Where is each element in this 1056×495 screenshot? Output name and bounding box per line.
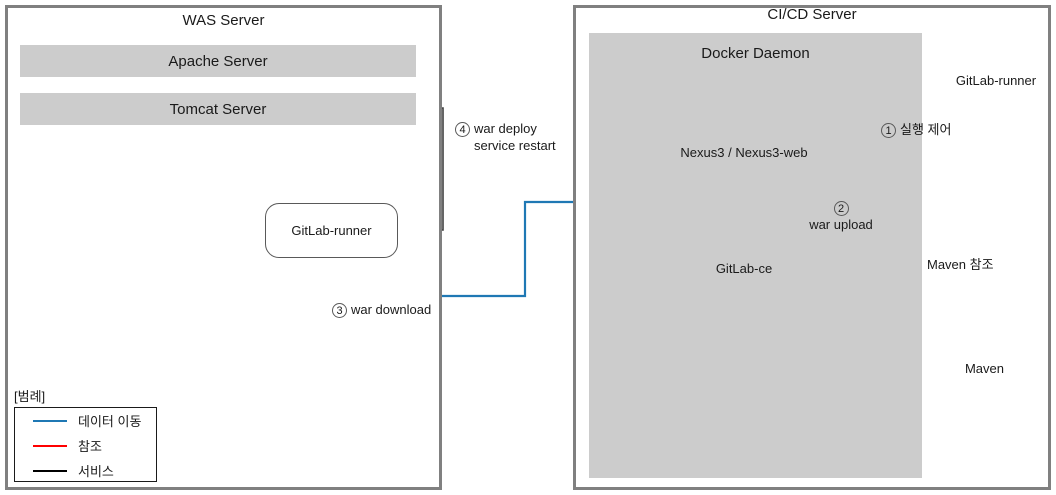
legend-item-data: 데이터 이동	[15, 408, 158, 433]
was-gitlab-runner-node: GitLab-runner	[265, 203, 398, 258]
cicd-gitlab-runner-label: GitLab-runner	[955, 73, 1037, 88]
legend-title: [범례]	[14, 389, 46, 404]
gitlab-ce-label: GitLab-ce	[715, 261, 773, 276]
edge-label-run-control-text: 실행 제어	[900, 122, 952, 137]
apache-server-node: Apache Server	[20, 45, 416, 77]
legend-label-service: 서비스	[78, 464, 114, 479]
was-server-title: WAS Server	[182, 12, 265, 29]
cicd-server-title: CI/CD Server	[767, 6, 857, 23]
maven-label: Maven	[964, 361, 1004, 376]
docker-daemon-title: Docker Daemon	[701, 45, 810, 62]
step-number-1: 1	[881, 123, 896, 139]
docker-daemon-region	[589, 33, 922, 478]
step-number-2: 2	[833, 201, 849, 217]
edge-label-war-deploy: 4 war deploy service restart	[455, 120, 556, 154]
nexus3-label: Nexus3 / Nexus3-web	[680, 145, 808, 160]
legend-label-reference: 참조	[78, 439, 102, 454]
edge-label-war-upload: 2 war upload	[803, 199, 879, 233]
tomcat-server-node: Tomcat Server	[20, 93, 416, 125]
edge-label-war-download: 3 war download	[332, 301, 432, 319]
legend-swatch-data	[33, 419, 67, 422]
edge-label-war-deploy-line1: war deploy	[474, 121, 537, 136]
step-number-4: 4	[455, 122, 470, 138]
legend-swatch-reference	[33, 444, 67, 447]
legend-item-service: 서비스	[15, 458, 158, 483]
edge-label-run-control: 1 실행 제어	[881, 121, 952, 139]
step-number-3: 3	[332, 303, 347, 319]
legend-box: 데이터 이동 참조 서비스	[14, 407, 157, 482]
edge-label-war-download-text: war download	[351, 302, 432, 317]
legend-item-reference: 참조	[15, 433, 158, 458]
legend-swatch-service	[33, 469, 67, 472]
edge-label-war-deploy-line2: service restart	[474, 138, 556, 154]
edge-label-war-upload-text: war upload	[809, 217, 873, 233]
edge-label-maven-reference: Maven 참조	[927, 257, 994, 272]
legend-label-data: 데이터 이동	[78, 414, 142, 429]
